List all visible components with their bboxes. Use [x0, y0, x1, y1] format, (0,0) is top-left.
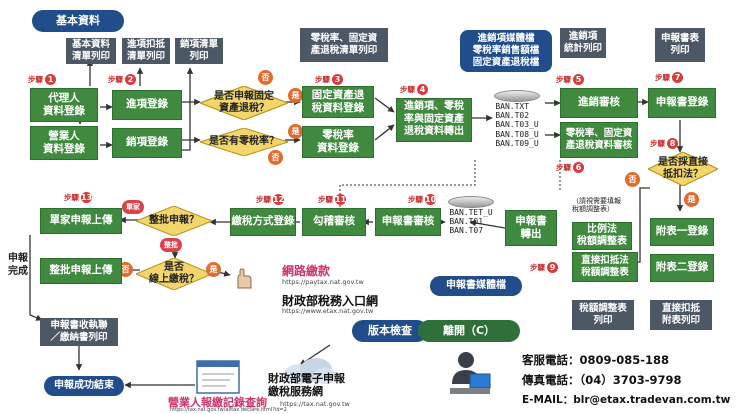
- zero-tax-decision: 是否有零稅率？: [200, 128, 288, 156]
- stats-print[interactable]: 進銷項 統計列印: [560, 28, 606, 58]
- direct-adjust[interactable]: 直接扣抵法 稅額調整表: [572, 252, 638, 282]
- media-file-box: 進銷項媒體檔 零稅率銷售額檔 固定資產退稅檔: [460, 30, 552, 72]
- batch-upload[interactable]: 整批申報上傳: [40, 258, 122, 284]
- attachment-print[interactable]: 直接扣抵 附表列印: [650, 300, 712, 330]
- leave-button[interactable]: 離開（C）: [418, 320, 520, 342]
- txt-file-list: BAN.TXT BAN.T02 BAN.T03_U BAN.T08_U BAN.…: [495, 102, 539, 148]
- sales-list-print[interactable]: 銷項清單 列印: [175, 38, 223, 64]
- payment-method-entry[interactable]: 繳稅方式登錄: [230, 208, 296, 236]
- single-upload[interactable]: 單家申報上傳: [40, 208, 122, 234]
- tax-portal-title: 財政部稅務入口網: [282, 294, 379, 308]
- hand-cursor-icon: [232, 268, 254, 290]
- web-pay-url[interactable]: https://paytax.nat.gov.tw: [282, 278, 364, 286]
- contact-phone: 客服電話：0809-085-188: [522, 353, 670, 367]
- record-query-url[interactable]: https://tax.nat.gov.tw/alltax declare.ht…: [170, 407, 287, 413]
- web-pay-title: 網路繳款: [282, 264, 331, 278]
- purchase-sales-review[interactable]: 進銷審核: [560, 88, 638, 118]
- zero-tax-entry[interactable]: 零稅率 資料登錄: [302, 126, 374, 158]
- yes-badge-zero-tax: 是: [288, 124, 303, 139]
- fixed-asset-entry[interactable]: 固定資產退 稅資料登錄: [302, 86, 374, 118]
- no-badge-direct: 否: [625, 172, 640, 187]
- proportional-adjust[interactable]: 比例法 稅額調整表: [572, 222, 632, 250]
- batch-decision: 整批申報？: [136, 206, 212, 236]
- purchase-entry[interactable]: 進項登錄: [112, 90, 182, 120]
- adjust-table-print[interactable]: 稅額調整表 列印: [572, 300, 634, 330]
- cross-check-review[interactable]: 勾稽審核: [302, 208, 366, 236]
- file-cylinder-icon: [448, 196, 494, 208]
- adjust-note: （請視需要填報 稅額調整表）: [572, 197, 621, 213]
- return-media-file-badge: 申報書媒體檔: [430, 276, 522, 296]
- batch-tag: 整批: [160, 238, 182, 252]
- user-at-computer-icon: [446, 350, 492, 400]
- zero-tax-review[interactable]: 零稅率、固定資 產退稅資料審核: [560, 122, 638, 158]
- agent-data-entry[interactable]: 代理人 資料登錄: [30, 88, 98, 122]
- zero-tax-list-print[interactable]: 零稅率、固定資 產退稅清單列印: [300, 28, 388, 62]
- header-basic-info: 基本資料: [32, 10, 124, 32]
- online-pay-decision: 是否 線上繳稅？: [136, 258, 212, 290]
- yes-badge-online: 是: [206, 262, 221, 277]
- receipt-print[interactable]: 申報書收執聯 ／繳納書列印: [40, 318, 118, 346]
- return-entry[interactable]: 申報書登錄: [648, 88, 716, 118]
- version-check-button[interactable]: 版本檢查: [352, 320, 428, 342]
- no-badge-fixed-asset: 否: [258, 70, 273, 85]
- direct-deduction-decision: 是否採直接 抵扣法？: [648, 152, 718, 186]
- return-review[interactable]: 申報書審核: [375, 208, 441, 236]
- sales-entry[interactable]: 銷項登錄: [112, 128, 182, 158]
- txt-file-stack: BAN.TXT BAN.T02 BAN.T03_U BAN.T08_U BAN.…: [494, 90, 540, 148]
- data-convert-out[interactable]: 進銷項、零稅 率與固定資產 退稅資料轉出: [396, 98, 472, 142]
- file-cylinder-icon: [494, 90, 540, 102]
- basic-list-print[interactable]: 基本資料 清單列印: [66, 38, 116, 64]
- yes-badge-fixed-asset: 是: [288, 88, 303, 103]
- record-query-title: 營業人報繳記錄查詢: [168, 396, 267, 409]
- browser-window-icon: [196, 360, 240, 394]
- no-badge-zero-tax: 否: [268, 150, 283, 165]
- return-file-list: BAN.TET_U BAN.T01 BAN.T07: [449, 208, 493, 236]
- contact-email[interactable]: E-MAIL：blr@etax.tradevan.com.tw: [522, 394, 731, 406]
- tax-portal-url[interactable]: https://www.etax.nat.gov.tw: [282, 307, 374, 315]
- attach-one-entry[interactable]: 附表一登錄: [650, 218, 714, 246]
- filing-complete-label: 申報 完成: [8, 253, 28, 277]
- success-end: 申報成功結束: [44, 376, 124, 396]
- business-data-entry[interactable]: 營業人 資料登錄: [30, 126, 98, 160]
- return-print[interactable]: 申報書表 列印: [655, 28, 705, 62]
- fixed-asset-decision: 是否申報固定 資產退稅？: [200, 86, 288, 120]
- attach-two-entry[interactable]: 附表二登錄: [650, 254, 714, 282]
- yes-badge-direct: 是: [684, 192, 699, 207]
- return-file-stack: BAN.TET_U BAN.T01 BAN.T07: [448, 196, 494, 236]
- efile-service-title: 財政部電子申報 繳稅服務網: [268, 372, 345, 399]
- purchase-list-print[interactable]: 進項扣抵 清單列印: [122, 38, 170, 64]
- single-tag: 單家: [122, 200, 144, 214]
- cloud-icon: [280, 356, 340, 386]
- return-convert-out[interactable]: 申報書 轉出: [505, 210, 557, 246]
- efile-service-url[interactable]: https://tax.nat.gov.tw: [280, 400, 350, 408]
- contact-fax: 傳真電話：（04）3703-9798: [522, 373, 682, 387]
